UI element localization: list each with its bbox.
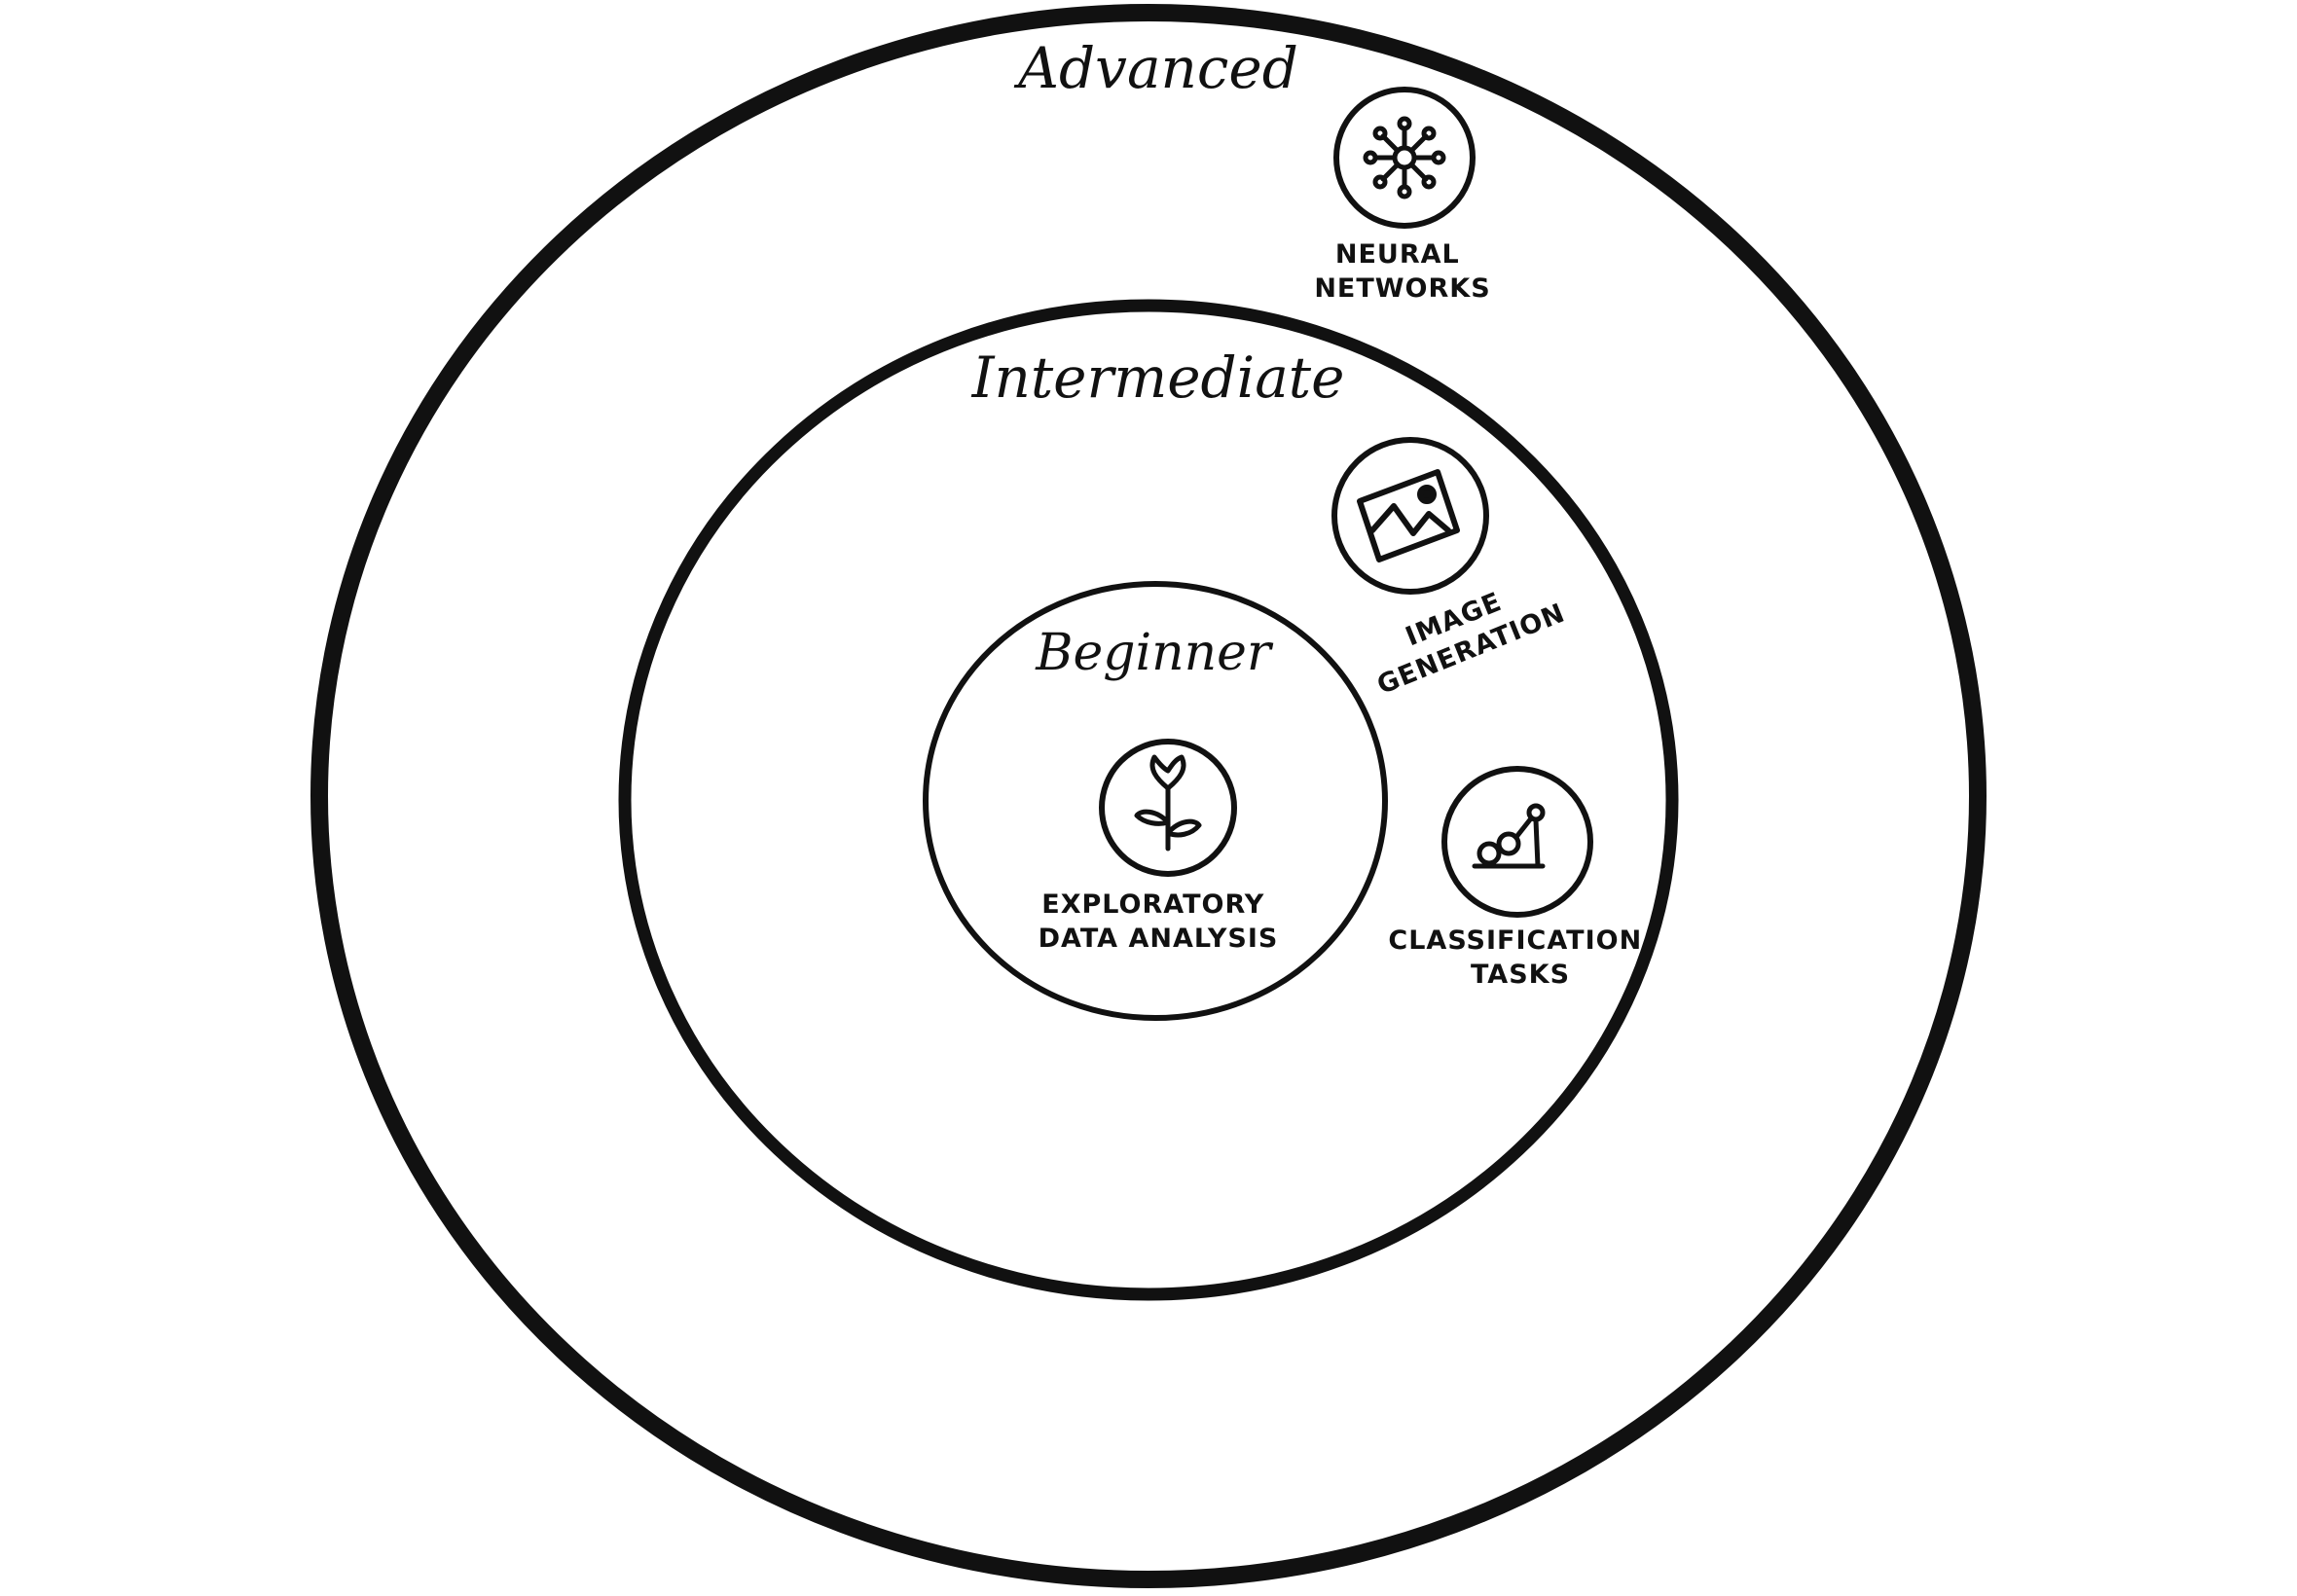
neural-networks-badge <box>1333 87 1476 229</box>
topic-image-generation: IMAGE GENERATION <box>1331 437 1570 701</box>
intermediate-label: Intermediate <box>971 345 1345 411</box>
topic-exploratory-data-analysis: EXPLORATORY DATA ANALYSIS <box>1039 739 1279 954</box>
beginner-label: Beginner <box>1035 624 1274 682</box>
classification-tasks-label-line2: TASKS <box>1471 960 1570 990</box>
beginner-ring <box>923 581 1388 1021</box>
image-icon <box>1357 469 1460 562</box>
classification-tasks-badge <box>1441 766 1593 918</box>
topic-neural-networks: NEURAL NETWORKS <box>1314 87 1490 304</box>
neural-networks-label-line1: NEURAL <box>1335 239 1460 270</box>
svg-text:EXPLORATORY DATA ANALYSI: EXPLORATORY DATA ANALYSIS <box>1039 889 1279 954</box>
exploratory-data-analysis-badge <box>1099 739 1237 877</box>
classification-plot-icon <box>1472 803 1546 869</box>
svg-text:NEURAL NETWORKS: NEURAL NETWORKS <box>1314 239 1490 304</box>
advanced-label: Advanced <box>1013 35 1298 101</box>
advanced-ring <box>310 4 1987 1588</box>
intermediate-ring <box>618 299 1679 1301</box>
exploratory-data-analysis-label-line1: EXPLORATORY <box>1041 889 1264 920</box>
network-nodes-icon <box>1363 116 1446 200</box>
neural-networks-label-line2: NETWORKS <box>1314 273 1490 304</box>
flower-icon <box>1134 754 1202 852</box>
topic-classification-tasks: CLASSIFICATION TASKS <box>1388 766 1652 990</box>
exploratory-data-analysis-label-line2: DATA ANALYSIS <box>1039 924 1279 954</box>
image-generation-badge <box>1331 437 1489 595</box>
classification-tasks-label-line1: CLASSIFICATION <box>1388 925 1642 956</box>
svg-text:CLASSIFICATION TASKS: CLASSIFICATION TASKS <box>1388 925 1652 990</box>
